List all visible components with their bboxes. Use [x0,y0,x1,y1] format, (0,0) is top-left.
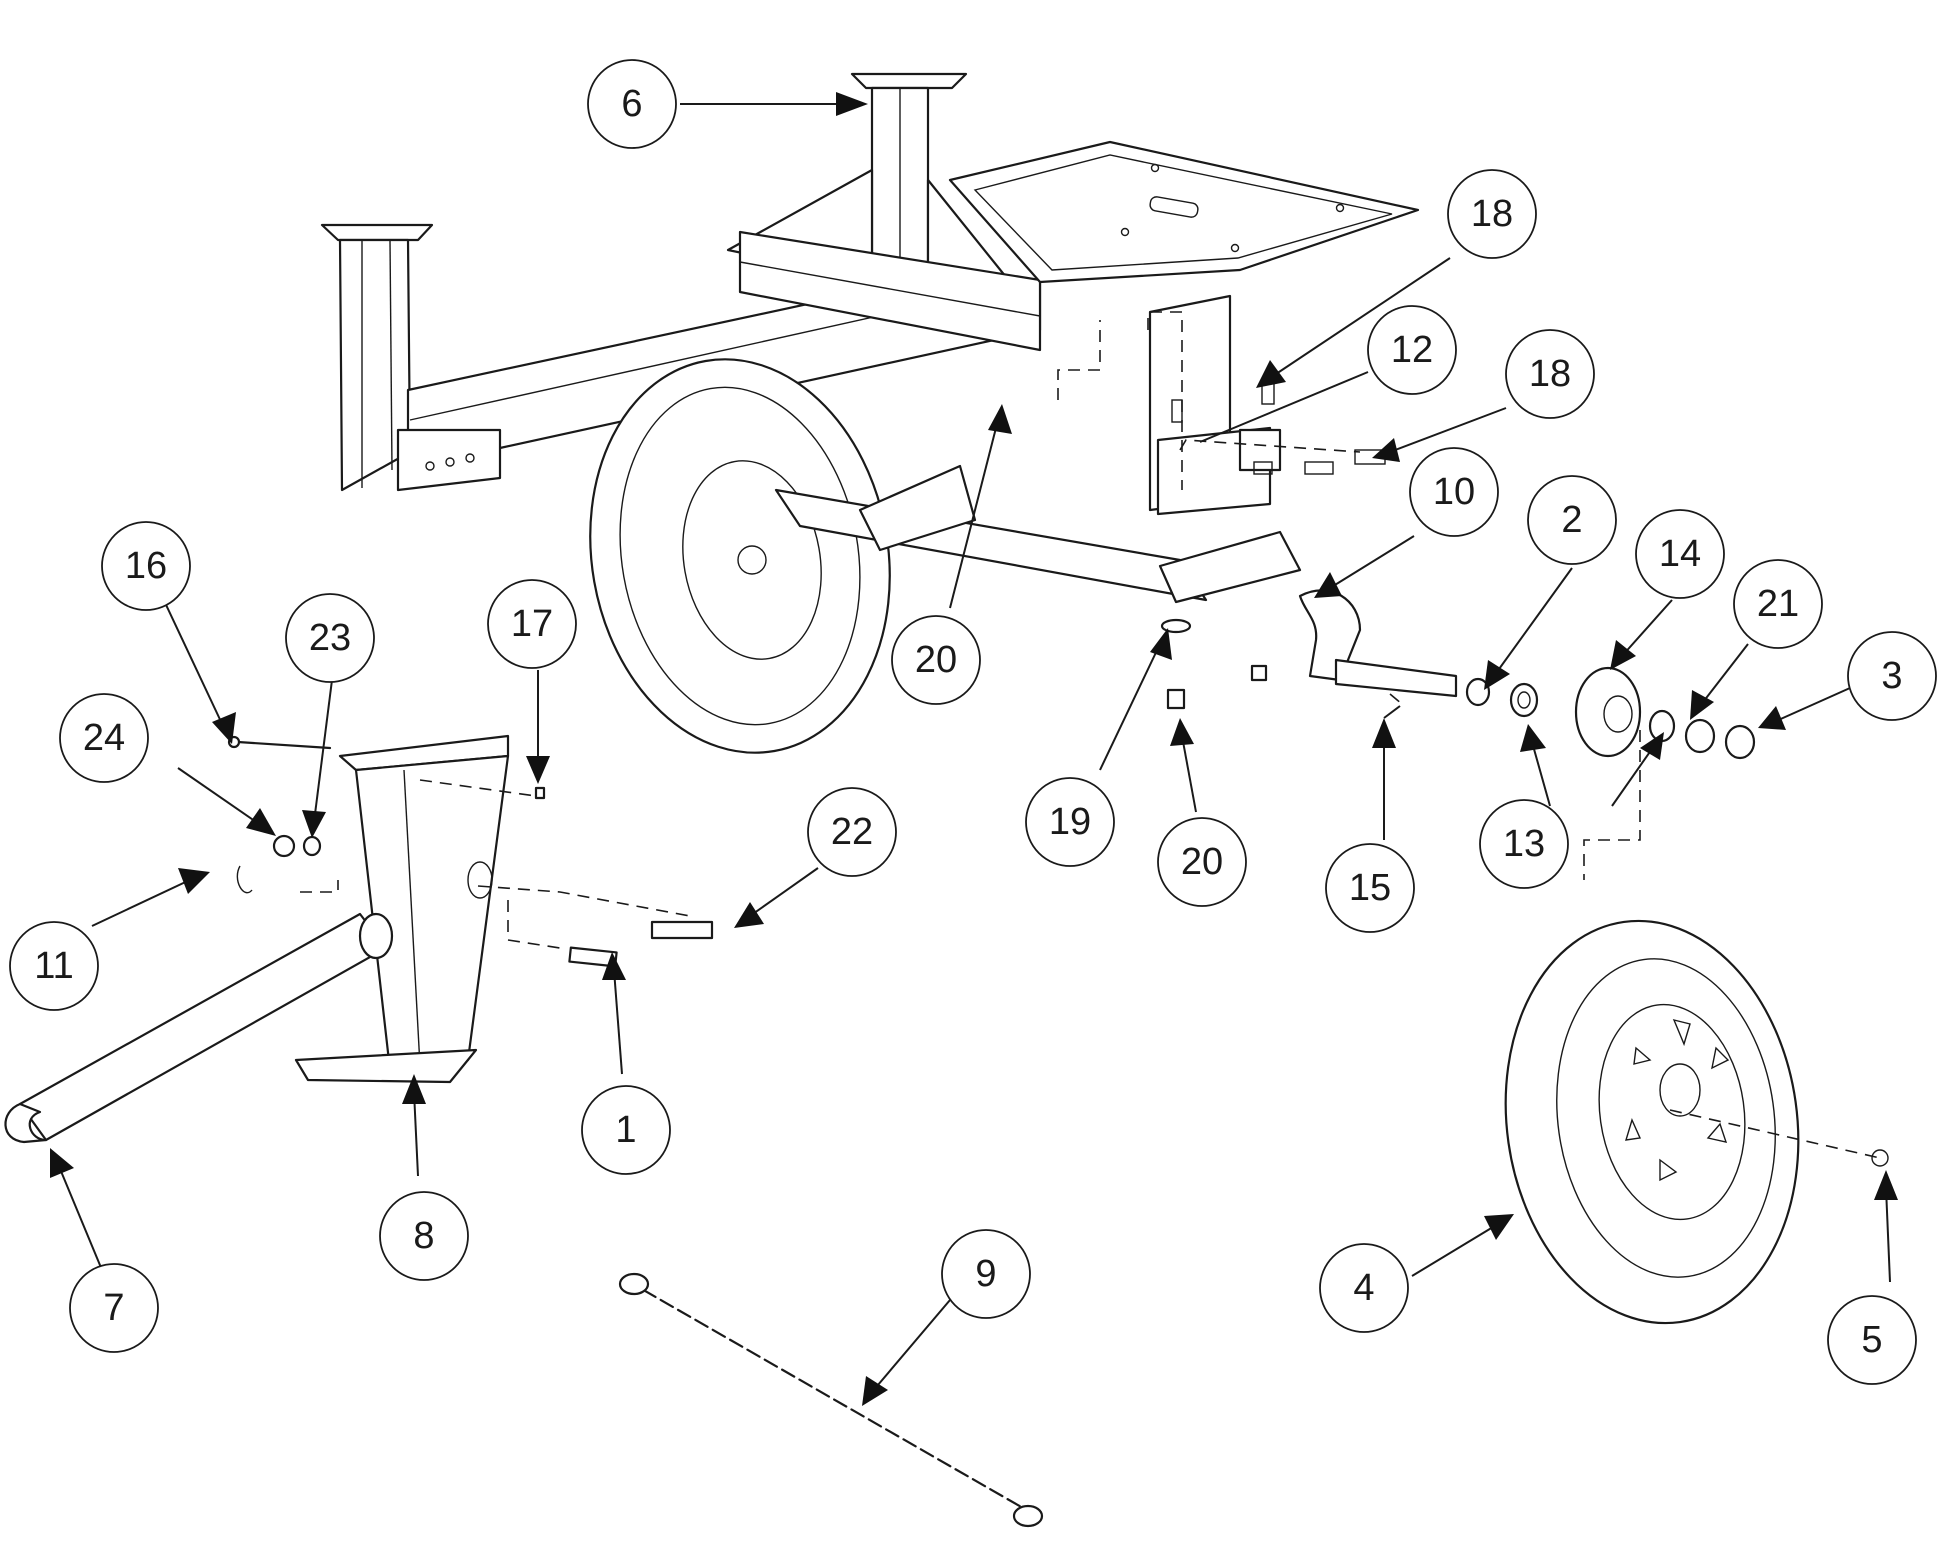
callout-balloon-6: 6 [587,59,677,149]
svg-text:14: 14 [1659,533,1701,575]
svg-text:15: 15 [1349,867,1391,909]
callout-balloon-14: 14 [1635,509,1725,599]
callout-balloon-15: 15 [1325,843,1415,933]
svg-text:9: 9 [975,1253,996,1295]
svg-text:6: 6 [621,83,642,125]
callout-balloon-20-upper: 20 [891,615,981,705]
callout-balloon-7: 7 [69,1263,159,1353]
callout-balloon-9: 9 [941,1229,1031,1319]
callout-balloon-23: 23 [285,593,375,683]
svg-text:18: 18 [1471,193,1513,235]
svg-text:24: 24 [83,717,125,759]
callout-balloon-1: 1 [581,1085,671,1175]
svg-text:19: 19 [1049,801,1091,843]
svg-text:11: 11 [34,945,73,987]
safety-chain-drawing [618,1272,1044,1528]
callout-balloon-22: 22 [807,787,897,877]
svg-text:8: 8 [413,1215,434,1257]
callout-balloon-17: 17 [487,579,577,669]
callout-balloon-8: 8 [379,1191,469,1281]
callout-balloon-12: 12 [1367,305,1457,395]
svg-text:3: 3 [1881,655,1902,697]
svg-text:20: 20 [915,639,957,681]
rear-wheel-and-axle-drawing [589,358,1458,754]
callout-balloon-2: 2 [1527,475,1617,565]
svg-text:18: 18 [1529,353,1571,395]
callout-balloon-18-lower: 18 [1505,329,1595,419]
svg-text:13: 13 [1503,823,1545,865]
svg-text:23: 23 [309,617,351,659]
callout-balloon-13: 13 [1479,799,1569,889]
callout-balloon-10: 10 [1409,447,1499,537]
svg-text:22: 22 [831,811,873,853]
svg-text:21: 21 [1757,583,1799,625]
callout-leaders [50,92,1898,1406]
svg-text:1: 1 [615,1109,636,1151]
svg-text:2: 2 [1561,499,1582,541]
svg-text:20: 20 [1181,841,1223,883]
callout-balloon-18-top: 18 [1447,169,1537,259]
svg-text:7: 7 [103,1287,124,1329]
svg-text:16: 16 [125,545,167,587]
svg-text:10: 10 [1433,471,1475,513]
svg-text:17: 17 [511,603,553,645]
hub-assembly-drawing [1465,666,1756,760]
trailer-frame-drawing [320,72,1420,516]
callout-balloon-4: 4 [1319,1243,1409,1333]
callout-balloon-11: 11 [9,921,99,1011]
front-wheel-drawing [1504,919,1889,1325]
callout-balloon-16: 16 [101,521,191,611]
callout-balloon-19: 19 [1025,777,1115,867]
assembly-center-lines [300,311,1881,1159]
svg-text:4: 4 [1353,1267,1374,1309]
jack-stand-and-tongue-drawing [4,734,714,1144]
svg-text:12: 12 [1391,329,1433,371]
callout-balloon-5: 5 [1827,1295,1917,1385]
callout-balloon-21: 21 [1733,559,1823,649]
svg-text:5: 5 [1861,1319,1882,1361]
callout-balloon-3: 3 [1847,631,1937,721]
callout-balloon-24: 24 [59,693,149,783]
callout-balloon-20-lower: 20 [1157,817,1247,907]
